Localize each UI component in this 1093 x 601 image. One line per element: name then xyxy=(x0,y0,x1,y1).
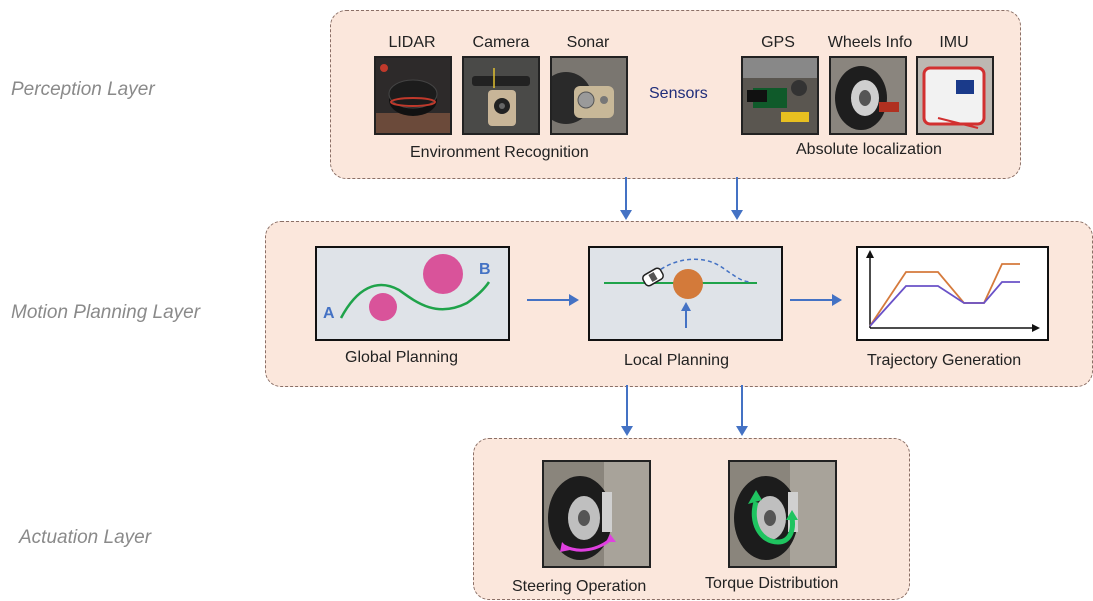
obstacle-small xyxy=(369,293,397,321)
trajectory-orange xyxy=(869,263,1020,327)
steering-photo xyxy=(542,460,651,568)
arrow-perception-to-motion-left xyxy=(620,177,632,220)
global-planning-caption: Global Planning xyxy=(345,349,458,366)
torque-photo xyxy=(728,460,837,568)
sensor-name-sonar: Sonar xyxy=(566,34,610,51)
sensor-name-wheels-info: Wheels Info xyxy=(827,34,913,51)
arrow-motion-to-actuation-right xyxy=(736,385,748,436)
arrow-local-to-trajectory xyxy=(790,294,842,306)
arrow-global-to-local xyxy=(527,294,579,306)
imu-photo xyxy=(916,56,994,135)
sensor-name-camera: Camera xyxy=(472,34,530,51)
trajectory-generation-caption: Trajectory Generation xyxy=(867,352,1022,369)
local-planning-caption: Local Planning xyxy=(624,352,729,369)
lidar-photo xyxy=(374,56,452,135)
point-a-label: A xyxy=(323,305,335,322)
local-planning-plot xyxy=(588,246,783,341)
obstacle xyxy=(673,269,703,299)
sensor-name-imu: IMU xyxy=(939,34,969,51)
sensor-name-lidar: LIDAR xyxy=(388,34,436,51)
avoidance-path xyxy=(649,258,751,283)
wheels-info-photo xyxy=(829,56,907,135)
up-arrow xyxy=(681,302,691,311)
gps-photo xyxy=(741,56,819,135)
sonar-photo xyxy=(550,56,628,135)
torque-distribution-caption: Torque Distribution xyxy=(705,575,839,592)
environment-recognition-caption: Environment Recognition xyxy=(410,144,589,161)
arrow-motion-to-actuation-left xyxy=(621,385,633,436)
steering-operation-caption: Steering Operation xyxy=(512,578,647,595)
global-path xyxy=(339,281,491,319)
trajectory-purple xyxy=(869,281,1020,327)
global-planning-plot: A B xyxy=(315,246,510,341)
actuation-layer-label: Actuation Layer xyxy=(19,527,152,548)
absolute-localization-caption: Absolute localization xyxy=(796,141,942,158)
camera-photo xyxy=(462,56,540,135)
sensors-label: Sensors xyxy=(649,85,708,102)
obstacle-large xyxy=(423,254,463,294)
arrow-perception-to-motion-right xyxy=(731,177,743,220)
trajectory-generation-plot xyxy=(856,246,1049,341)
sensor-name-gps: GPS xyxy=(761,34,795,51)
perception-layer-label: Perception Layer xyxy=(11,79,155,100)
actuation-panel xyxy=(473,438,910,600)
point-b-label: B xyxy=(479,261,491,278)
motion-planning-layer-label: Motion Planning Layer xyxy=(11,302,201,323)
vehicle-icon xyxy=(642,267,664,287)
